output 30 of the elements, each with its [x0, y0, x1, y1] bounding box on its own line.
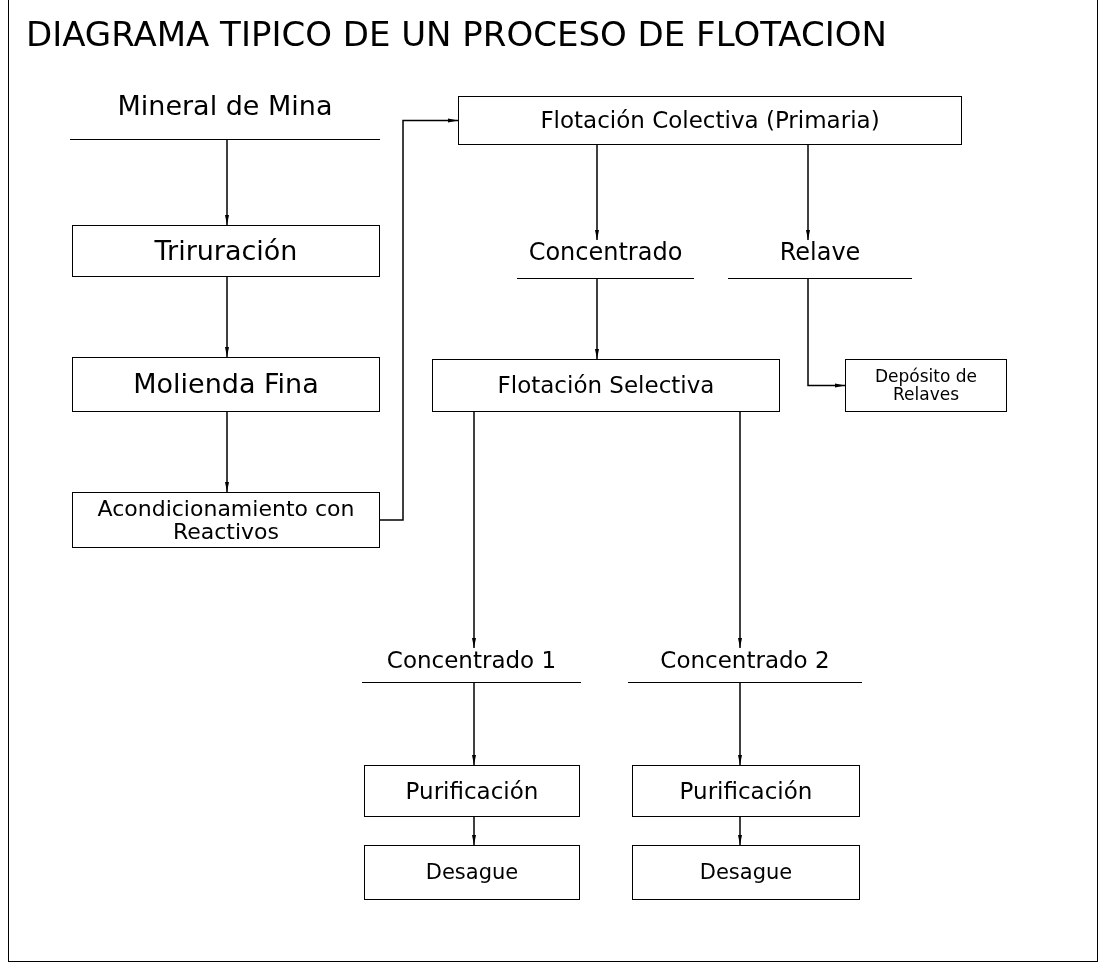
underlined-label: Concentrado 1	[362, 648, 581, 683]
process-box: Purificación	[632, 765, 860, 817]
process-box: Molienda Fina	[72, 357, 380, 412]
underlined-label: Concentrado	[517, 240, 694, 279]
arrow	[225, 411, 229, 493]
arrow	[738, 411, 742, 649]
arrow	[595, 278, 599, 360]
process-box: Flotación Colectiva (Primaria)	[458, 96, 962, 145]
arrow	[738, 816, 742, 846]
arrow	[379, 118, 459, 521]
arrow	[472, 682, 476, 766]
arrow	[472, 411, 476, 649]
process-box: Purificación	[364, 765, 580, 817]
arrow	[595, 144, 599, 241]
process-box: Triruración	[72, 225, 380, 277]
process-box: Depósito de Relaves	[845, 359, 1007, 412]
arrow	[806, 144, 810, 241]
underlined-label: Mineral de Mina	[70, 92, 380, 140]
arrow	[738, 682, 742, 766]
arrow	[807, 278, 846, 388]
arrow	[225, 276, 229, 358]
process-box: Desague	[364, 845, 580, 900]
arrow	[225, 139, 229, 226]
arrow	[472, 816, 476, 846]
process-box: Acondicionamiento con Reactivos	[72, 492, 380, 548]
process-box: Flotación Selectiva	[432, 359, 780, 412]
diagram-title: DIAGRAMA TIPICO DE UN PROCESO DE FLOTACION	[26, 14, 887, 54]
underlined-label: Relave	[728, 240, 912, 279]
process-box: Desague	[632, 845, 860, 900]
underlined-label: Concentrado 2	[628, 648, 862, 683]
